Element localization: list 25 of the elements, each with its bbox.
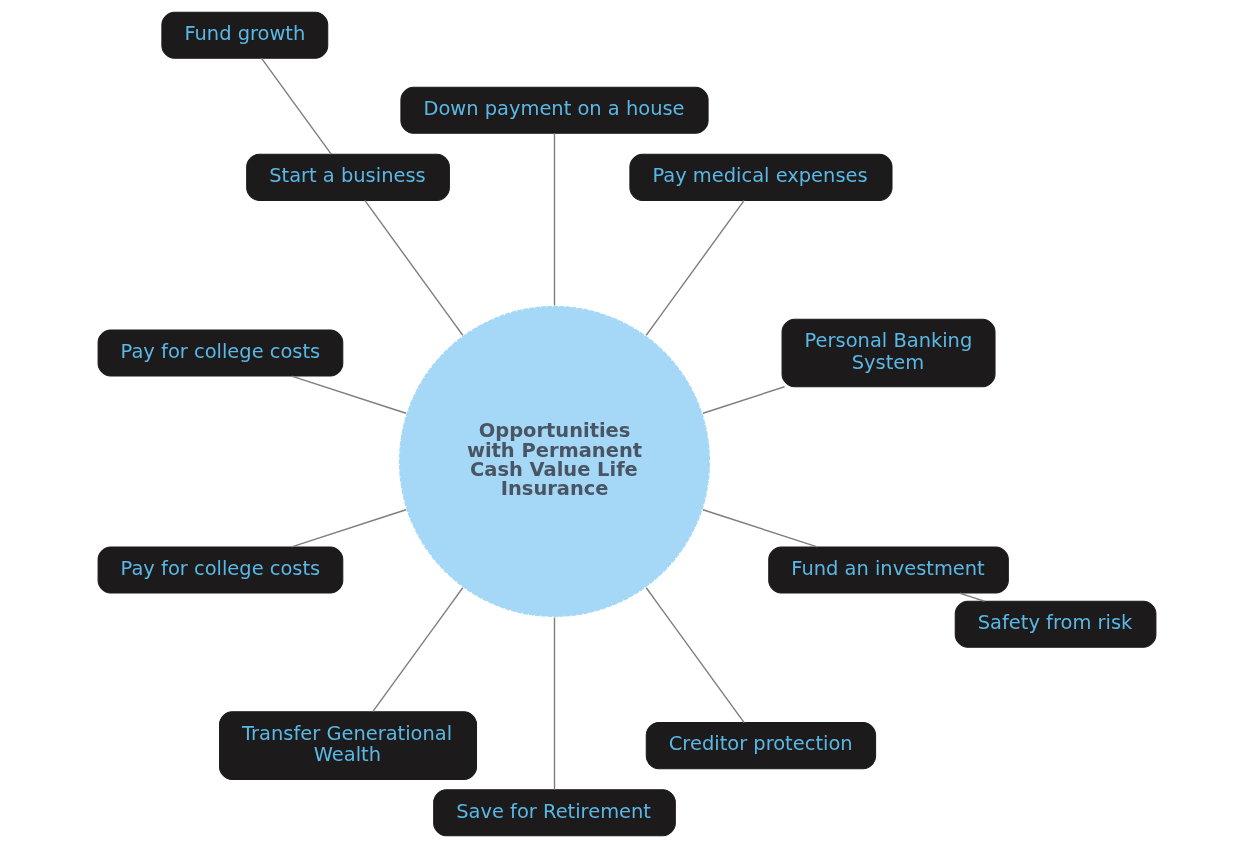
- connector: [290, 375, 407, 414]
- connector: [553, 132, 555, 307]
- connector: [371, 587, 463, 713]
- node-box: Safety from risk: [954, 600, 1156, 648]
- node-box: Down payment on a house: [399, 86, 709, 134]
- node-box: Save for Retirement: [432, 789, 676, 837]
- connector: [645, 587, 745, 724]
- node-box: Pay medical expenses: [628, 153, 892, 201]
- node-box: Fund growth: [160, 11, 328, 59]
- node-box: Pay for college costs: [97, 546, 343, 594]
- node-box: Start a business: [245, 153, 450, 201]
- node-box: Transfer Generational Wealth: [218, 711, 477, 780]
- connector: [553, 616, 555, 791]
- node-box: Pay for college costs: [97, 329, 343, 377]
- connector: [260, 57, 332, 155]
- node-box: Personal Banking System: [781, 318, 996, 388]
- node-circle: Opportunities with Permanent Cash Value Life Insurance: [397, 304, 711, 619]
- connector: [701, 509, 818, 548]
- connector: [363, 199, 463, 336]
- node-box: Creditor protection: [645, 722, 876, 770]
- connector: [290, 509, 407, 548]
- connector: [958, 592, 985, 602]
- node-box: Fund an investment: [767, 546, 1009, 594]
- connector: [701, 386, 785, 414]
- connector: [645, 199, 745, 336]
